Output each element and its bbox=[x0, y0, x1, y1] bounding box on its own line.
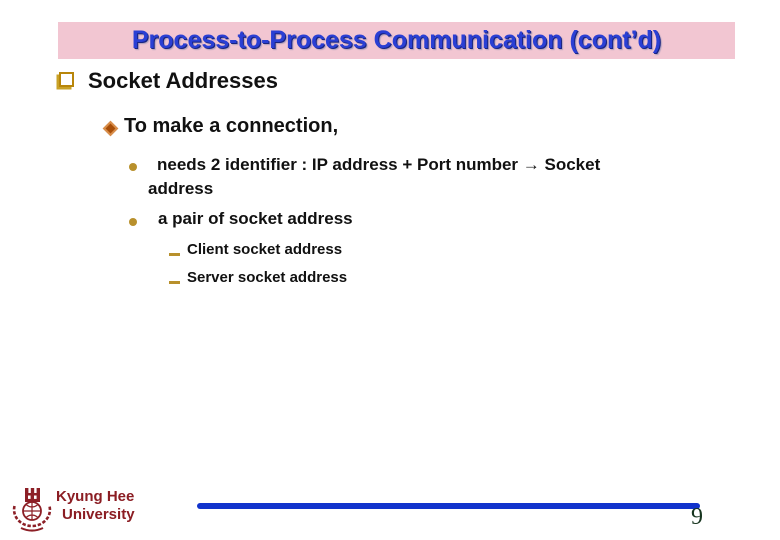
kyung-hee-university-emblem-icon bbox=[12, 488, 52, 532]
dash-bullet-icon bbox=[169, 281, 180, 284]
ballot-box-square-icon bbox=[59, 72, 74, 87]
footer-divider-line bbox=[197, 503, 700, 509]
university-name-line1: Kyung Hee bbox=[56, 488, 135, 505]
slide-title: Process-to-Process Communication (cont’d… bbox=[131, 26, 662, 54]
bullet-item-pair-of-socket-address: a pair of socket address bbox=[158, 209, 353, 228]
dash-bullet-icon bbox=[169, 253, 180, 256]
bullet-item-identifiers-line1: needs 2 identifier : IP address + Port n… bbox=[157, 155, 601, 174]
page-number: 9 bbox=[691, 504, 703, 530]
subheading-make-connection: To make a connection, bbox=[124, 115, 339, 137]
title-banner: Process-to-Process Communication (cont’d… bbox=[58, 22, 735, 59]
bullet-item-identifiers-line2: address bbox=[148, 179, 214, 198]
bullet-item-server-socket-address: Server socket address bbox=[187, 269, 348, 286]
dot-bullet-icon bbox=[129, 163, 137, 171]
diamond-bullet-icon bbox=[102, 120, 119, 137]
university-name: Kyung Hee University bbox=[56, 488, 135, 524]
bullet-item-identifiers: needs 2 identifier : IP address + Port n… bbox=[148, 153, 600, 201]
bullet-item-client-socket-address: Client socket address bbox=[187, 241, 343, 258]
university-name-line2: University bbox=[62, 506, 135, 523]
dot-bullet-icon bbox=[129, 218, 137, 226]
heading-socket-addresses: Socket Addresses bbox=[88, 68, 278, 93]
